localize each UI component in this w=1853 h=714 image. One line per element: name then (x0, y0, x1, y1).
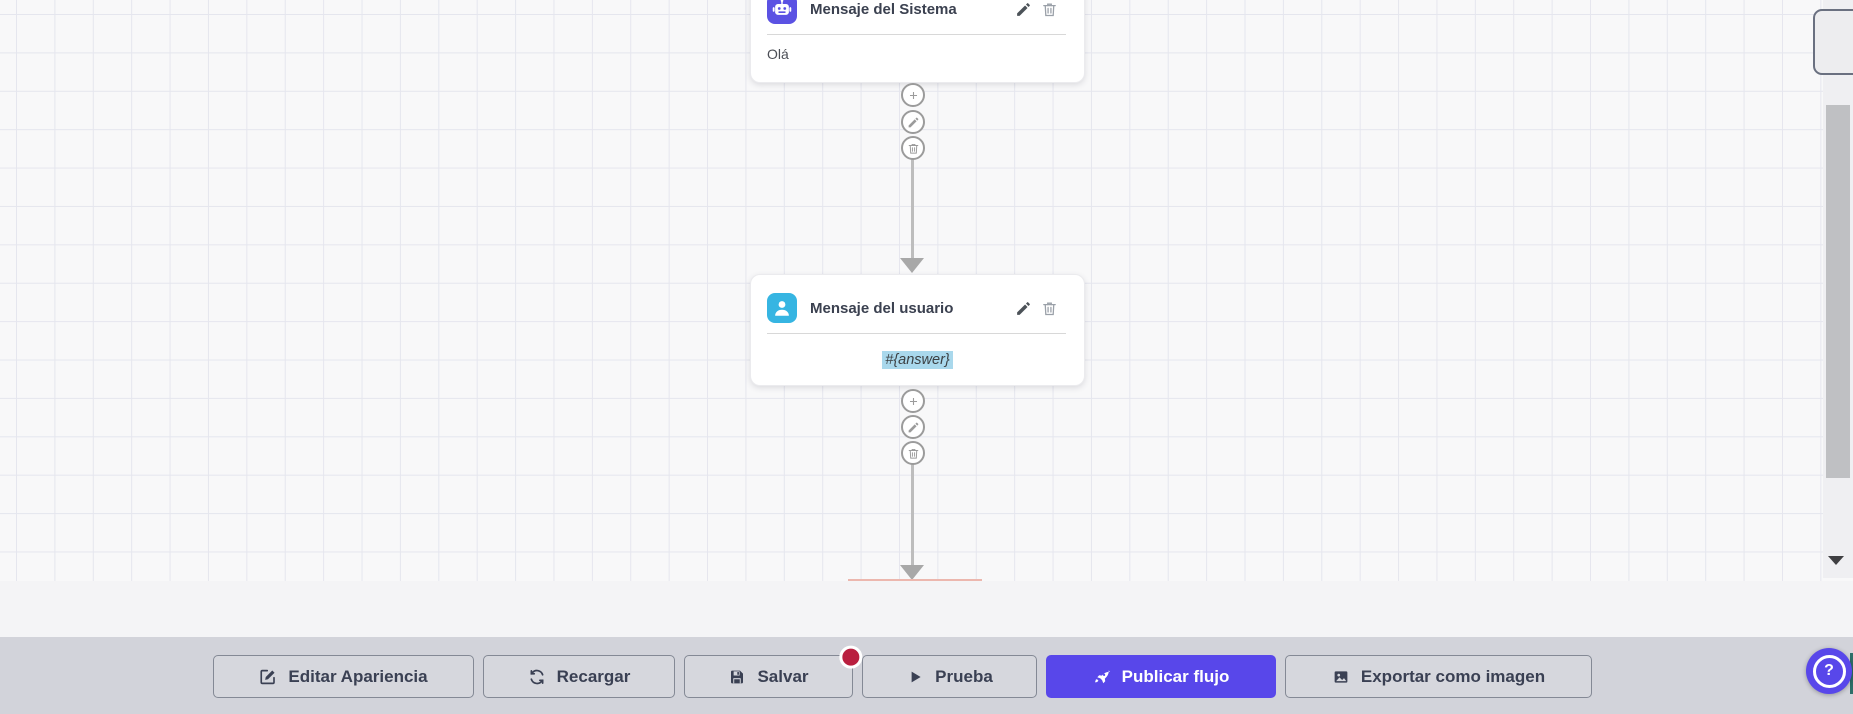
play-icon (911, 671, 921, 682)
user-avatar-icon (767, 293, 797, 323)
edit-node-button[interactable] (1015, 300, 1032, 317)
edit-connection-button[interactable] (901, 415, 925, 439)
delete-connection-button[interactable] (901, 441, 925, 465)
connector-arrowhead-icon (900, 258, 924, 273)
scroll-down-arrow-icon[interactable] (1828, 556, 1844, 565)
publish-flow-button[interactable]: Publicar flujo (1046, 655, 1276, 698)
connector-arrowhead-icon (900, 565, 924, 580)
scrollbar-thumb[interactable] (1826, 105, 1850, 478)
pencil-icon (908, 117, 918, 127)
help-button[interactable]: ? (1806, 648, 1852, 694)
reload-button[interactable]: Recargar (483, 655, 675, 698)
image-icon (1334, 670, 1348, 683)
node-system-message[interactable]: Mensaje del Sistema Olá (750, 0, 1085, 83)
trash-icon (908, 143, 918, 154)
save-button[interactable]: Salvar (684, 645, 863, 698)
trash-icon (1043, 302, 1056, 315)
edit-square-icon (260, 669, 276, 684)
canvas-bottom-strip (0, 581, 1853, 637)
delete-node-button[interactable] (1041, 1, 1058, 18)
robot-icon (767, 0, 797, 24)
plus-icon (909, 91, 917, 99)
add-node-button[interactable] (901, 83, 925, 107)
bottom-toolbar: Editar Apariencia Recargar (0, 637, 1853, 714)
connector-line (911, 463, 914, 566)
trash-icon (908, 448, 918, 459)
edit-node-button[interactable] (1015, 1, 1032, 18)
delete-node-button[interactable] (1041, 300, 1058, 317)
node-body-text[interactable]: #{answer} (767, 349, 1068, 370)
minimap-panel[interactable] (1813, 9, 1853, 75)
button-label: Salvar (757, 666, 809, 686)
node-title: Mensaje del usuario (810, 299, 954, 317)
button-label: Editar Apariencia (288, 666, 428, 686)
test-button[interactable]: Prueba (862, 655, 1037, 698)
flow-canvas[interactable]: Mensaje del Sistema Olá (0, 0, 1853, 581)
edit-connection-button[interactable] (901, 110, 925, 134)
button-label: Prueba (935, 666, 993, 686)
pencil-icon (908, 422, 918, 432)
rocket-icon (1094, 669, 1110, 683)
refresh-icon (530, 669, 544, 684)
pencil-icon (1017, 2, 1030, 16)
delete-connection-button[interactable] (901, 136, 925, 160)
floppy-save-icon (731, 670, 744, 683)
edit-appearance-button[interactable]: Editar Apariencia (213, 655, 474, 698)
button-label: Exportar como imagen (1360, 666, 1546, 686)
question-mark-icon: ? (1812, 654, 1846, 688)
node-header: Mensaje del Sistema (767, 0, 1058, 33)
node-body-text[interactable]: Olá (767, 46, 789, 62)
clipped-next-node-edge (848, 579, 982, 581)
node-user-message[interactable]: Mensaje del usuario #{answ (750, 274, 1085, 386)
unsaved-changes-badge (839, 645, 863, 669)
toolbar-button-row: Editar Apariencia Recargar (213, 645, 1592, 698)
node-header: Mensaje del usuario (767, 284, 1058, 332)
plus-icon (909, 397, 917, 405)
trash-icon (1043, 3, 1056, 16)
export-image-button[interactable]: Exportar como imagen (1285, 655, 1592, 698)
node-title: Mensaje del Sistema (810, 0, 957, 18)
add-node-button[interactable] (901, 389, 925, 413)
button-label: Recargar (556, 666, 631, 686)
vertical-scrollbar[interactable] (1823, 0, 1853, 578)
divider (767, 34, 1066, 35)
connector-line (911, 158, 914, 259)
divider (767, 333, 1066, 334)
variable-token[interactable]: #{answer} (882, 351, 953, 369)
button-label: Publicar flujo (1121, 666, 1230, 686)
pencil-icon (1017, 301, 1030, 315)
